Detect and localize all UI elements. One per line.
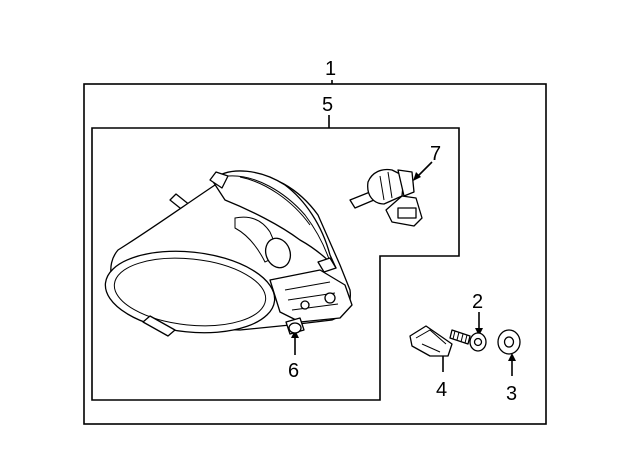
arrow-6 — [291, 330, 299, 355]
subassembly-inner-box — [91, 127, 460, 401]
callout-6: 6 — [288, 360, 299, 382]
clip-part-4 — [409, 325, 453, 357]
arrow-3 — [508, 353, 516, 376]
bolt-part-2 — [449, 329, 487, 352]
callout-3: 3 — [506, 383, 517, 405]
callout-4: 4 — [436, 379, 447, 401]
callout-2: 2 — [472, 291, 483, 313]
callout-7: 7 — [430, 143, 441, 165]
callout-1: 1 — [325, 58, 336, 80]
arrow-7 — [413, 161, 433, 181]
arrow-2 — [475, 312, 483, 336]
washer-part-3 — [497, 329, 521, 355]
assembly-outer-box — [83, 83, 547, 425]
fog-lamp-assembly — [104, 170, 353, 337]
bulb-part-7 — [349, 168, 423, 227]
callout-5: 5 — [322, 94, 333, 116]
